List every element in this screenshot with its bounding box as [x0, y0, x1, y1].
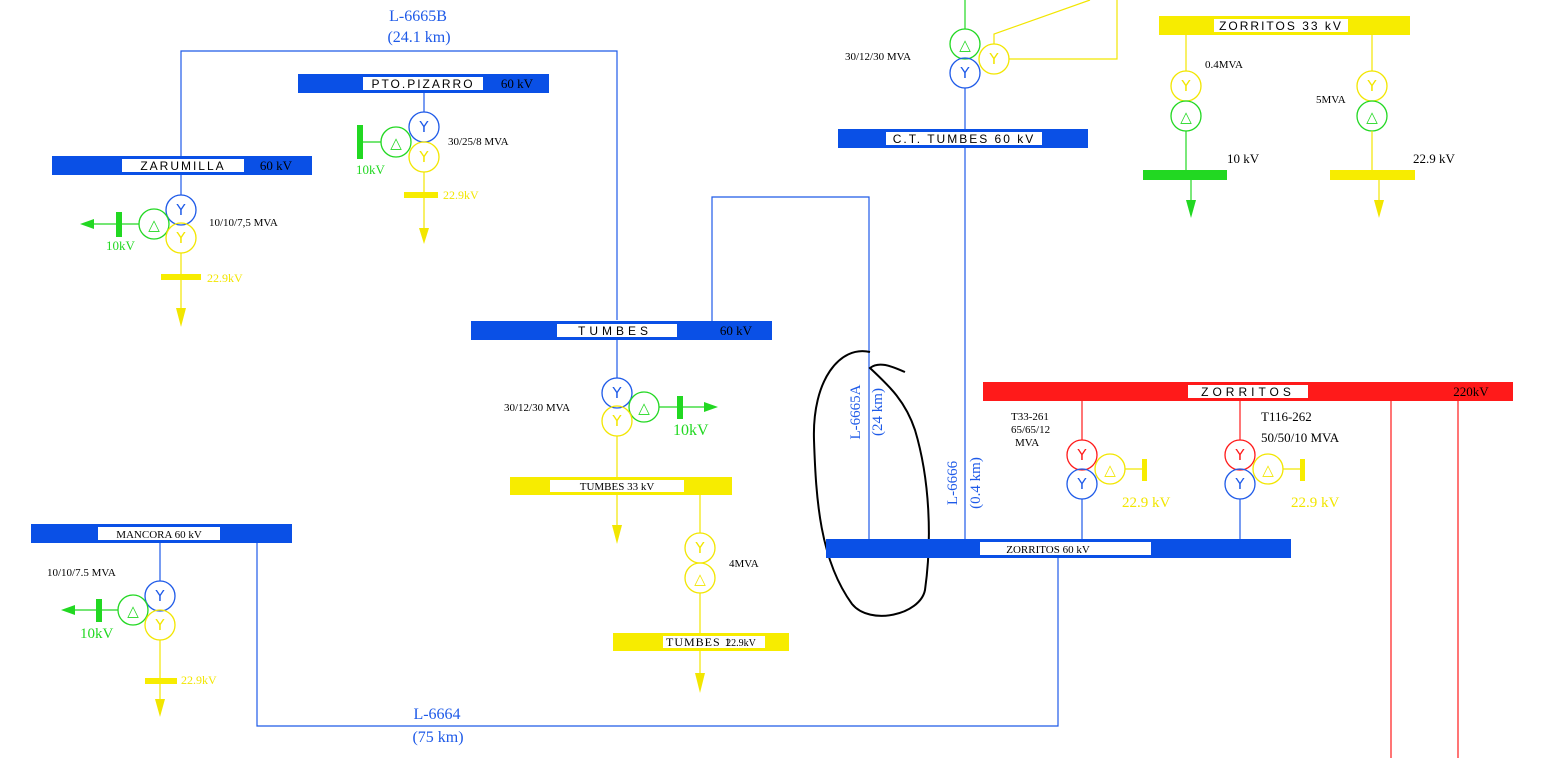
svg-text:Y: Y	[175, 201, 186, 219]
svg-text:△: △	[694, 570, 706, 588]
svg-text:Y: Y	[418, 118, 429, 136]
bus-tumbes: TUMBES 60 kV	[471, 321, 772, 340]
svg-text:△: △	[1104, 461, 1116, 479]
transformer-pizarro-rating: 30/25/8 MVA	[448, 136, 509, 148]
line-l6666-name: L-6666	[945, 460, 961, 505]
transformer-t33-261-229kv: 22.9 kV	[1122, 495, 1171, 511]
line-l6665a	[711, 196, 870, 539]
bus-tumbes-kv: 60 kV	[720, 323, 753, 338]
transformer-t116-262-229kv: 22.9 kV	[1291, 495, 1340, 511]
bus-pto-pizarro-name: PTO.PIZARRO	[371, 77, 474, 91]
line-l6665a-length: (24 km)	[870, 388, 886, 436]
line-l6664	[256, 543, 1059, 727]
svg-text:Y: Y	[1076, 446, 1087, 464]
svg-text:△: △	[148, 216, 160, 234]
svg-text:Y: Y	[959, 64, 970, 82]
bus-zarumilla: ZARUMILLA 60 kV	[52, 156, 312, 175]
bus-zorritos33-229kv: 22.9 kV	[1413, 151, 1456, 166]
transformer-zorritos33-a: Y △ 0.4MVA 10 kV	[1143, 35, 1260, 218]
svg-text:Y: Y	[1234, 475, 1245, 493]
svg-text:△: △	[1366, 108, 1378, 126]
line-l6665a-name: L-6665A	[848, 384, 864, 439]
svg-text:Y: Y	[988, 50, 999, 68]
bus-tumbes1-name: TUMBES 1	[666, 635, 732, 649]
transformer-pizarro: Y △ Y 30/25/8 MVA 10kV 22.9kV	[356, 93, 509, 244]
svg-text:△: △	[959, 36, 971, 54]
bus-tumbes1-kv: 22.9kV	[726, 638, 757, 649]
transformer-zarumilla-10kv: 10kV	[106, 238, 136, 253]
svg-text:Y: Y	[154, 587, 165, 605]
transformer-tumbes-rating: 30/12/30 MVA	[504, 402, 570, 414]
svg-text:Y: Y	[418, 148, 429, 166]
bus-zorritos220: ZORRITOS 220kV	[983, 382, 1513, 758]
bus-zorritos220-name: ZORRITOS	[1201, 385, 1295, 399]
svg-text:△: △	[390, 134, 402, 152]
bus-zarumilla-kv: 60 kV	[260, 158, 293, 173]
transformer-tumbes1-rating: 4MVA	[729, 558, 759, 570]
bus-tumbes1: TUMBES 1 22.9kV	[613, 633, 789, 693]
bus-mancora-name: MANCORA 60 kV	[116, 529, 202, 541]
transformer-t116-262: Y Y △ T116-262 50/50/10 MVA 22.9 kV	[1224, 401, 1340, 540]
transformer-t33-261-unit: MVA	[1015, 437, 1039, 449]
svg-text:Y: Y	[154, 616, 165, 634]
transformer-zarumilla-229kv: 22.9kV	[207, 271, 243, 285]
svg-text:Y: Y	[1180, 77, 1191, 95]
bus-zorritos33-10kv: 10 kV	[1227, 151, 1260, 166]
transformer-zarumilla-rating: 10/10/7,5 MVA	[209, 217, 278, 229]
transformer-mancora-10kv: 10kV	[80, 626, 114, 642]
svg-text:Y: Y	[1234, 446, 1245, 464]
svg-text:Y: Y	[611, 384, 622, 402]
line-l6664-name: L-6664	[413, 706, 460, 723]
line-l6665b-length: (24.1 km)	[387, 29, 450, 46]
svg-text:△: △	[1180, 108, 1192, 126]
transformer-zorritos33-b-rating: 5MVA	[1316, 94, 1346, 106]
hand-drawn-circle-mark	[812, 350, 930, 617]
line-l6665b-name: L-6665B	[389, 8, 447, 25]
svg-text:△: △	[638, 399, 650, 417]
svg-text:Y: Y	[611, 412, 622, 430]
bus-zorritos33-name: ZORRITOS 33 kV	[1219, 19, 1343, 33]
transformer-ct-tumbes: △ Y Y 30/12/30 MVA	[845, 0, 1118, 129]
bus-tumbes33: TUMBES 33 kV	[510, 477, 732, 544]
svg-text:Y: Y	[1076, 475, 1087, 493]
transformer-tumbes-10kv: 10kV	[673, 422, 709, 439]
bus-mancora: MANCORA 60 kV	[31, 524, 292, 543]
transformer-zorritos33-a-rating: 0.4MVA	[1205, 59, 1243, 71]
bus-pto-pizarro: PTO.PIZARRO 60 kV	[298, 74, 549, 93]
svg-text:△: △	[1262, 461, 1274, 479]
transformer-zarumilla: Y △ Y 10/10/7,5 MVA 10kV 22.9kV	[80, 175, 278, 327]
bus-pto-pizarro-kv: 60 kV	[501, 76, 534, 91]
svg-text:Y: Y	[1366, 77, 1377, 95]
svg-text:Y: Y	[694, 539, 705, 557]
line-l6664-length: (75 km)	[412, 729, 463, 746]
bus-ct-tumbes-name: C.T. TUMBES 60 kV	[893, 132, 1035, 146]
transformer-ct-tumbes-rating: 30/12/30 MVA	[845, 51, 911, 63]
transformer-mancora-229kv: 22.9kV	[181, 673, 217, 687]
transformer-tumbes: Y △ Y 30/12/30 MVA 10kV	[504, 340, 718, 477]
bus-zarumilla-name: ZARUMILLA	[140, 159, 225, 173]
transformer-mancora: Y △ Y 10/10/7.5 MVA 10kV 22.9kV	[47, 543, 217, 717]
transformer-t116-262-name: T116-262	[1261, 409, 1312, 424]
svg-text:Y: Y	[175, 229, 186, 247]
transformer-mancora-rating: 10/10/7.5 MVA	[47, 567, 116, 579]
transformer-zorritos33-b: Y △ 5MVA 22.9 kV	[1316, 35, 1456, 218]
bus-tumbes33-name: TUMBES 33 kV	[580, 481, 655, 493]
bus-zorritos60: ZORRITOS 60 kV	[826, 539, 1291, 558]
bus-zorritos60-name: ZORRITOS 60 kV	[1006, 544, 1090, 556]
transformer-t33-261: Y Y △ T33-261 65/65/12 MVA 22.9 kV	[1011, 401, 1171, 540]
transformer-tumbes1: Y △ 4MVA	[684, 532, 759, 633]
line-l6665b: L-6665B (24.1 km)	[180, 8, 618, 320]
bus-zorritos220-kv: 220kV	[1453, 384, 1489, 399]
transformer-t33-261-rating: 65/65/12	[1011, 424, 1050, 436]
transformer-pizarro-229kv: 22.9kV	[443, 188, 479, 202]
transformer-pizarro-10kv: 10kV	[356, 162, 386, 177]
bus-ct-tumbes: C.T. TUMBES 60 kV	[838, 129, 1088, 148]
bus-zorritos33: ZORRITOS 33 kV	[1159, 16, 1410, 35]
transformer-t33-261-name: T33-261	[1011, 411, 1049, 423]
transformer-t116-262-rating: 50/50/10 MVA	[1261, 430, 1340, 445]
bus-tumbes-name: TUMBES	[578, 324, 652, 338]
line-l6666-length: (0.4 km)	[968, 457, 984, 509]
svg-text:△: △	[127, 602, 139, 620]
